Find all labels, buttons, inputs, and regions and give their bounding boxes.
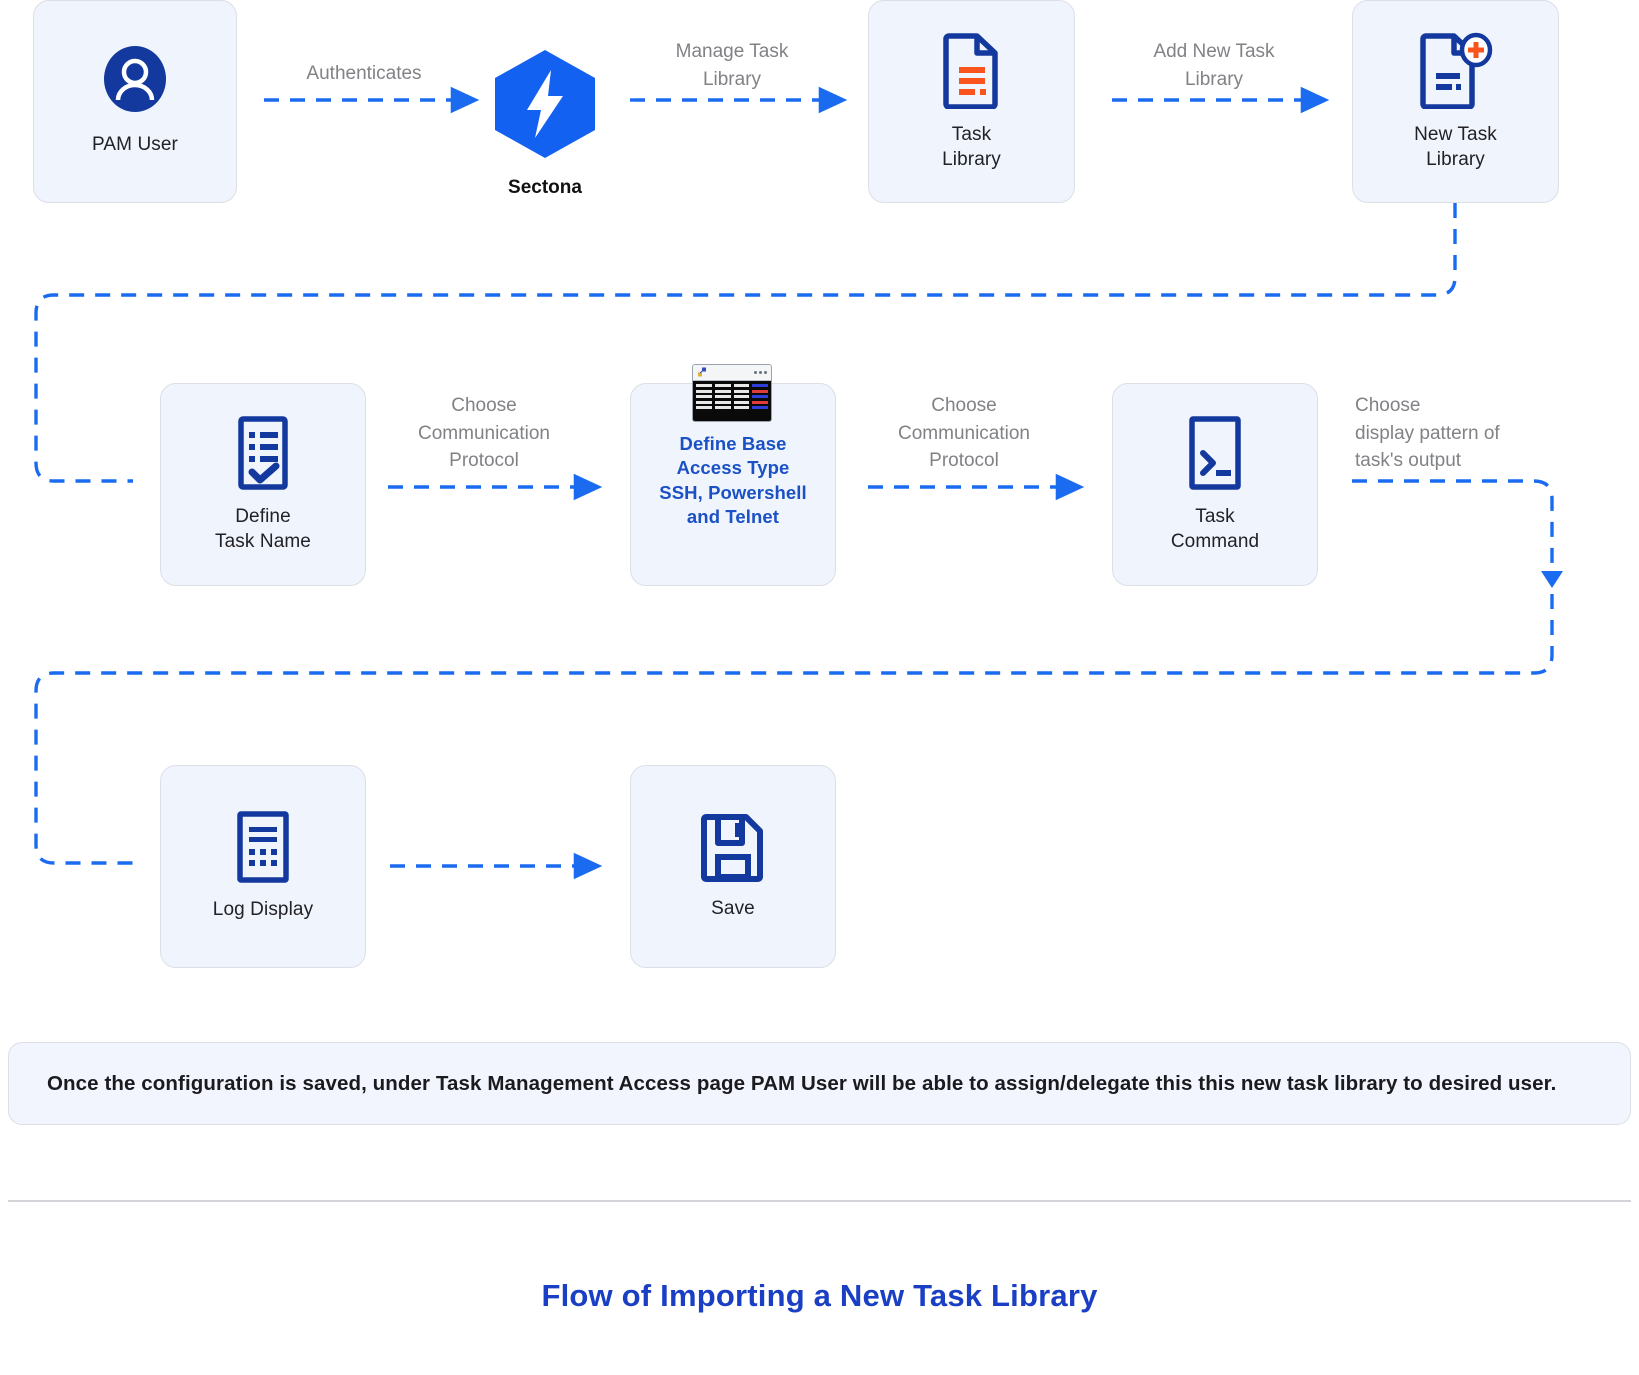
node-label: Define Base Access Type SSH, Powershell … [659, 433, 807, 528]
network-glyph-icon [698, 367, 706, 377]
node-label: PAM User [92, 134, 178, 156]
sectona-logo-icon [491, 48, 599, 165]
checklist-icon [233, 415, 293, 491]
node-new-task-library[interactable]: New Task Library [1352, 0, 1559, 203]
node-label: Save [711, 898, 755, 920]
document-add-icon [1418, 31, 1494, 110]
edge-down-arrowhead [1541, 571, 1563, 588]
log-document-icon [232, 810, 294, 884]
window-menu-dots-icon [754, 371, 767, 374]
node-define-task-name[interactable]: Define Task Name [160, 383, 366, 586]
note-box: Once the configuration is saved, under T… [8, 1042, 1631, 1125]
edge-label-choose-protocol-2: Choose Communication Protocol [898, 395, 1030, 472]
node-label: Log Display [212, 899, 314, 921]
node-sectona[interactable]: Sectona [480, 48, 610, 199]
footer-title: Flow of Importing a New Task Library [541, 1278, 1098, 1313]
edge-label-manage-task-library: Manage Task Library [675, 41, 789, 90]
node-pam-user[interactable]: PAM User [33, 0, 237, 203]
edge-taskcmd-to-row3-a [1352, 479, 1554, 571]
node-task-command[interactable]: Task Command [1112, 383, 1318, 586]
node-save[interactable]: Save [630, 765, 836, 968]
node-task-library[interactable]: Task Library [868, 0, 1075, 203]
terminal-window-icon [692, 364, 772, 422]
node-label: Define Task Name [215, 506, 311, 552]
command-prompt-icon [1184, 415, 1246, 491]
node-log-display[interactable]: Log Display [160, 765, 366, 968]
edge-label-choose-display-pattern: Choose display pattern of task's output [1355, 395, 1500, 472]
edge-label-authenticates: Authenticates [306, 63, 422, 84]
note-text: Once the configuration is saved, under T… [47, 1071, 1557, 1095]
edge-label-add-new-task-library: Add New Task Library [1153, 41, 1275, 90]
node-label: Sectona [508, 177, 582, 198]
footer-divider [8, 1200, 1631, 1202]
node-label: Task Library [942, 124, 1001, 170]
node-label: New Task Library [1414, 124, 1497, 170]
node-label: Task Command [1170, 506, 1260, 552]
document-list-icon [941, 31, 1003, 110]
edge-label-choose-protocol-1: Choose Communication Protocol [418, 395, 550, 472]
user-avatar-icon [100, 45, 170, 119]
floppy-disk-icon [698, 811, 768, 883]
